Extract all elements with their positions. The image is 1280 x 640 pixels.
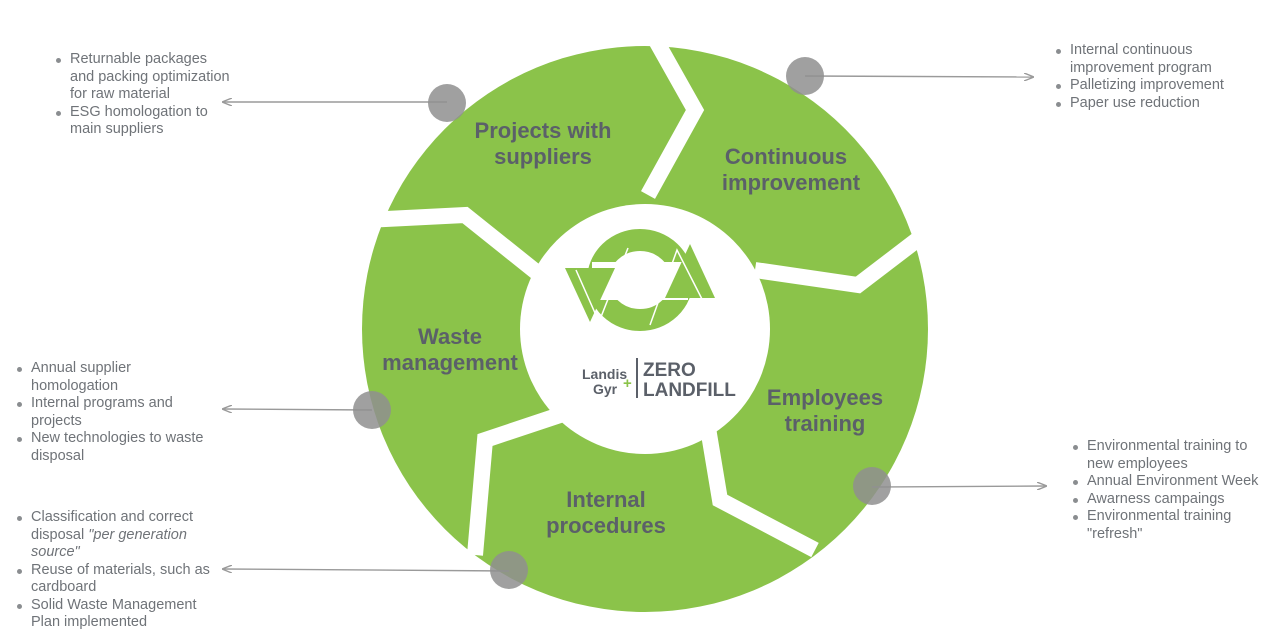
- segment-label-projects-line1: Projects with: [475, 118, 612, 143]
- marker-dots: [353, 57, 891, 589]
- landis-gyr-zero-landfill-logo: Landis Gyr + ZERO LANDFILL: [582, 358, 736, 401]
- note-item: Classification and correct disposal "per…: [17, 509, 217, 562]
- segment-label-procedures-line2: procedures: [546, 513, 666, 538]
- note-item: Returnable packages and packing optimiza…: [56, 51, 231, 104]
- logo-brand-plus: +: [623, 375, 632, 392]
- connector-top-right: [804, 76, 1033, 77]
- recycle-arrows-icon: [565, 229, 715, 331]
- note-waste-management: Annual supplier homologation Internal pr…: [17, 360, 217, 465]
- note-employees-training: Environmental training to new employees …: [1073, 438, 1273, 543]
- note-projects-with-suppliers: Returnable packages and packing optimiza…: [56, 51, 231, 139]
- note-internal-procedures: Classification and correct disposal "per…: [17, 509, 217, 632]
- note-item: New technologies to waste disposal: [17, 430, 217, 465]
- note-item: Internal continuous improvement program: [1056, 42, 1256, 77]
- connectors: [223, 76, 1046, 571]
- segment-separators: [364, 26, 935, 558]
- logo-brand-line2: Gyr: [593, 381, 618, 397]
- note-item: Reuse of materials, such as cardboard: [17, 562, 217, 597]
- separator-waste-projects: [364, 206, 545, 282]
- marker-dot-procedures: [490, 551, 528, 589]
- connector-bottom-left: [223, 569, 510, 571]
- note-item: Awarness campaings: [1073, 491, 1273, 509]
- note-item-emphasis: "per generation source": [31, 526, 187, 561]
- segment-label-training-line2: training: [785, 411, 866, 436]
- segment-label-continuous-line1: Continuous: [725, 144, 847, 169]
- segment-label-procedures-line1: Internal: [566, 487, 645, 512]
- marker-dot-training: [853, 467, 891, 505]
- connector-middle-left: [223, 409, 373, 410]
- logo-tagline-landfill: LANDFILL: [643, 380, 736, 401]
- note-item: Environmental training "refresh": [1073, 508, 1273, 543]
- segment-label-training-line1: Employees: [767, 385, 883, 410]
- note-item: Environmental training to new employees: [1073, 438, 1273, 473]
- note-item: Internal programs and projects: [17, 395, 217, 430]
- segment-label-projects-line2: suppliers: [494, 144, 592, 169]
- segment-label-waste-line1: Waste: [418, 324, 482, 349]
- separator-training-procedures: [697, 408, 819, 558]
- marker-dot-waste: [353, 391, 391, 429]
- note-item-text: Classification and correct disposal: [31, 509, 193, 543]
- separator-procedures-waste: [467, 402, 578, 556]
- note-item: Paper use reduction: [1056, 95, 1256, 113]
- separator-continuous-training: [753, 223, 935, 294]
- note-item: Annual supplier homologation: [17, 360, 217, 395]
- note-item: Annual Environment Week: [1073, 473, 1273, 491]
- marker-dot-continuous: [786, 57, 824, 95]
- note-continuous-improvement: Internal continuous improvement program …: [1056, 42, 1256, 112]
- note-item: ESG homologation to main suppliers: [56, 104, 231, 139]
- logo-brand-line1: Landis: [582, 366, 627, 382]
- connector-bottom-right: [871, 486, 1046, 487]
- segment-label-waste-line2: management: [382, 350, 518, 375]
- note-item: Solid Waste Management Plan implemented: [17, 597, 217, 632]
- marker-dot-projects: [428, 84, 466, 122]
- segment-label-continuous-line2: improvement: [722, 170, 861, 195]
- logo-tagline-zero: ZERO: [643, 360, 696, 381]
- note-item: Palletizing improvement: [1056, 77, 1256, 95]
- separator-projects-continuous: [640, 26, 705, 199]
